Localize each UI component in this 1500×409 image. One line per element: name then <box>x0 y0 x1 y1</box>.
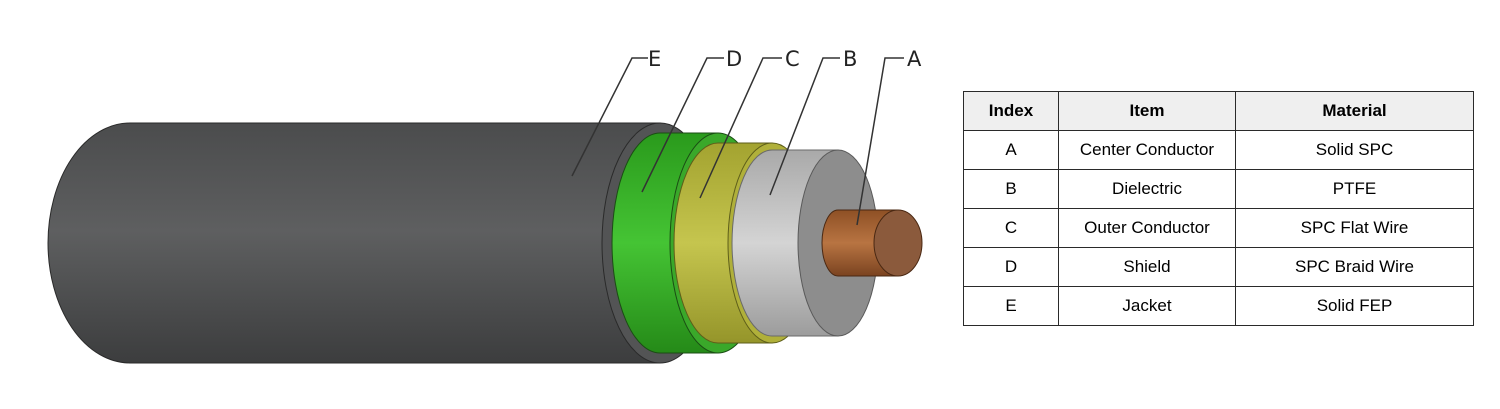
cell-material: Solid FEP <box>1235 286 1474 326</box>
callout-leader-a <box>856 57 904 226</box>
table-row: B Dielectric PTFE <box>963 169 1474 209</box>
cell-material: SPC Braid Wire <box>1235 247 1474 287</box>
callout-leader-e <box>571 57 648 177</box>
component-table: Index Item Material A Center Conductor S… <box>963 91 1474 326</box>
table-row: C Outer Conductor SPC Flat Wire <box>963 208 1474 248</box>
cell-item: Shield <box>1058 247 1236 287</box>
header-material: Material <box>1235 91 1474 131</box>
cell-material: PTFE <box>1235 169 1474 209</box>
table-row: E Jacket Solid FEP <box>963 286 1474 326</box>
cell-index: B <box>963 169 1059 209</box>
callout-label-d: D <box>726 47 742 71</box>
coaxial-cable-diagram: E D C B A <box>47 47 923 364</box>
callout-label-e: E <box>648 47 661 71</box>
cell-index: D <box>963 247 1059 287</box>
cell-item: Outer Conductor <box>1058 208 1236 248</box>
callout-leader-c <box>699 57 782 199</box>
center-conductor-layer <box>821 209 923 277</box>
cell-material: Solid SPC <box>1235 130 1474 170</box>
table-header-row: Index Item Material <box>963 91 1474 131</box>
callout-leader-b <box>769 57 840 196</box>
callout-leader-d <box>641 57 724 193</box>
callout-label-a: A <box>907 47 922 71</box>
cell-item: Jacket <box>1058 286 1236 326</box>
header-index: Index <box>963 91 1059 131</box>
cell-index: C <box>963 208 1059 248</box>
table-row: A Center Conductor Solid SPC <box>963 130 1474 170</box>
table-row: D Shield SPC Braid Wire <box>963 247 1474 287</box>
callout-label-b: B <box>843 47 857 71</box>
cell-item: Center Conductor <box>1058 130 1236 170</box>
cell-item: Dielectric <box>1058 169 1236 209</box>
cell-index: A <box>963 130 1059 170</box>
cell-material: SPC Flat Wire <box>1235 208 1474 248</box>
callout-leaders <box>571 57 904 226</box>
header-item: Item <box>1058 91 1236 131</box>
cell-index: E <box>963 286 1059 326</box>
callout-label-c: C <box>785 47 800 71</box>
